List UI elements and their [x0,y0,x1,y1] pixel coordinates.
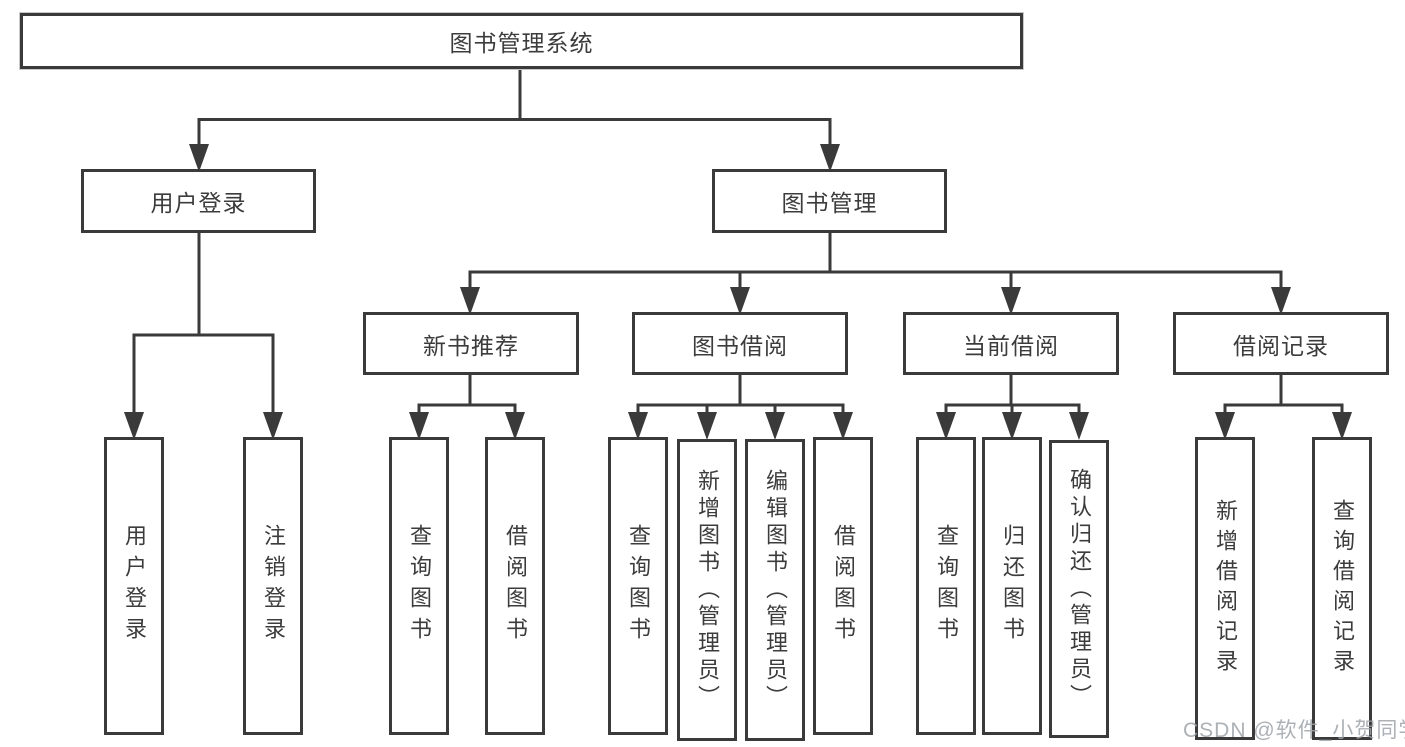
leaf-borrowing-borrow-books-label: 借阅图书 [831,524,856,648]
node-user-login-label: 用户登录 [150,190,247,216]
node-book-management: 图书管理 [712,169,947,233]
node-new-book-recommend-label: 新书推荐 [423,332,519,359]
leaf-current-query-books: 查询图书 [916,437,976,735]
leaf-recommend-query-books-label: 查询图书 [407,524,432,648]
node-book-management-label: 图书管理 [781,190,878,216]
leaf-borrowing-edit-books-admin: 编辑图书（管理员） [745,439,805,741]
leaf-records-add-record-label: 新增借阅记录 [1213,498,1238,679]
csdn-watermark: CSDN @软件_小贺同学 [1183,719,1405,742]
node-borrowing-records: 借阅记录 [1173,312,1389,375]
node-book-borrowing-label: 图书借阅 [692,332,788,359]
leaf-borrowing-query-books: 查询图书 [608,437,668,735]
node-book-borrowing: 图书借阅 [632,312,848,375]
leaf-recommend-borrow-books: 借阅图书 [485,437,545,735]
arrowheads [124,144,1352,440]
node-user-login: 用户登录 [81,169,316,233]
leaf-current-return-books-label: 归还图书 [1000,524,1025,648]
leaf-current-query-books-label: 查询图书 [934,524,959,648]
leaf-logout: 注销登录 [243,437,303,735]
node-current-borrowing-label: 当前借阅 [963,332,1059,359]
leaf-records-query-record: 查询借阅记录 [1312,437,1372,740]
leaf-borrowing-add-books-admin: 新增图书（管理员） [677,439,737,741]
leaf-user-login-label: 用户登录 [122,524,147,648]
leaf-user-login: 用户登录 [104,437,164,735]
leaf-borrowing-edit-books-admin-label: 编辑图书（管理员） [763,468,788,712]
leaf-borrowing-borrow-books: 借阅图书 [813,437,873,735]
leaf-current-return-books: 归还图书 [982,437,1042,735]
leaf-records-query-record-label: 查询借阅记录 [1330,498,1355,679]
node-root-label: 图书管理系统 [449,30,594,56]
leaf-recommend-query-books: 查询图书 [389,437,449,735]
leaf-current-confirm-return-admin-label: 确认归还（管理员） [1067,467,1092,711]
leaf-borrowing-query-books-label: 查询图书 [626,524,651,648]
leaf-current-confirm-return-admin: 确认归还（管理员） [1049,440,1109,738]
leaf-borrowing-add-books-admin-label: 新增图书（管理员） [695,468,720,712]
leaf-logout-label: 注销登录 [261,524,286,648]
node-root: 图书管理系统 [20,13,1023,69]
node-new-book-recommend: 新书推荐 [363,312,579,375]
leaf-records-add-record: 新增借阅记录 [1195,437,1255,740]
node-borrowing-records-label: 借阅记录 [1233,332,1329,359]
node-current-borrowing: 当前借阅 [903,312,1119,375]
leaf-recommend-borrow-books-label: 借阅图书 [503,524,528,648]
